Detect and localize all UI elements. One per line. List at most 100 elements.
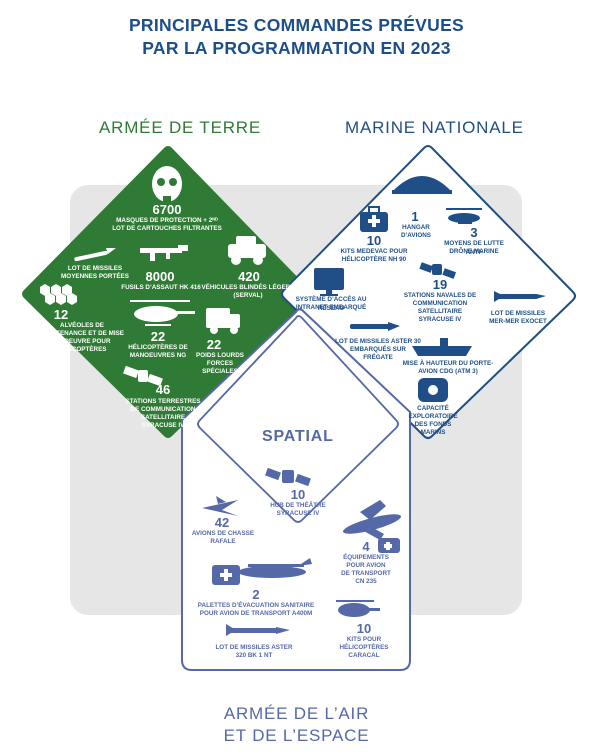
- terre-item-label: FUSILS D’ASSAUT HK 416: [121, 284, 201, 291]
- air-item-label: ÉQUIPEMENTS: [343, 554, 389, 561]
- marine-item-label: MER-MER EXOCET: [489, 318, 547, 325]
- air-item-label: AVIONS DE CHASSE: [191, 530, 255, 537]
- terre-item-number: 420: [238, 269, 260, 284]
- terre-item-label: MANOEUVRES NG: [129, 352, 187, 359]
- marine-item-label: HANGAR: [402, 224, 430, 231]
- spatial-diamond: [197, 315, 399, 523]
- air-item-label: PALETTES D’ÉVACUATION SANITAIRE: [197, 602, 315, 609]
- terre-item-number: 22: [150, 329, 166, 344]
- marine-item-label: COMMUNICATION: [412, 300, 468, 307]
- marine-item-label: MARINS: [420, 429, 446, 436]
- helicopter-icon: [130, 300, 195, 326]
- section-title-spatial: SPATIAL: [262, 428, 334, 445]
- section-title-marine: MARINE NATIONALE: [345, 118, 524, 137]
- missile-icon: [74, 248, 116, 262]
- satellite-icon: [265, 467, 311, 487]
- terre-item-label: POIDS LOURDS: [196, 352, 244, 359]
- spatial-item-label: SYRACUSE IV: [276, 510, 320, 517]
- terre-item-label: EN OEUVRE POUR: [53, 338, 111, 345]
- missile-icon: [494, 291, 546, 302]
- medical-kit-icon: [378, 538, 400, 553]
- terre-item-label: DE COMMUNICATION: [130, 406, 196, 413]
- marine-item-label: D’AVIONS: [401, 232, 431, 239]
- spatial-item-number: 10: [290, 487, 306, 502]
- terre-item-label: LOT DE MISSILES: [67, 265, 123, 272]
- terre-item-number: 12: [53, 307, 69, 322]
- air-item-label: LOT DE MISSILES ASTER: [215, 644, 293, 651]
- page-title-line1: PRINCIPALES COMMANDES PRÉVUES: [128, 15, 465, 35]
- marine-item-label: STATIONS NAVALES DE: [403, 292, 477, 299]
- air-item-label: POUR AVION DE TRANSPORT A400M: [199, 610, 313, 617]
- marine-item-label: FRÉGATE: [363, 354, 393, 361]
- helicopter-icon: [336, 600, 380, 617]
- section-title-air-line1: ARMÉE DE L’AIR: [223, 704, 370, 723]
- marine-item-number: 10: [366, 233, 382, 248]
- air-item-label: HÉLICOPTÈRES: [339, 644, 389, 651]
- terre-item-label: STATIONS TERRESTRES: [125, 398, 201, 405]
- terre-item-label: VÉHICULES BLINDÉS LÉGERS: [201, 284, 295, 291]
- terre-item-label: (SERVAL): [233, 292, 263, 299]
- marine-item-label: INTRANET EMBARQUÉ: [295, 304, 367, 311]
- satellite-icon: [123, 365, 163, 387]
- terre-item-label: HÉLICOPTÈRES: [57, 346, 107, 353]
- marine-item-label: MOYENS DE LUTTE ANTI-: [444, 240, 504, 256]
- truck-icon: [206, 308, 240, 334]
- missile-icon: [226, 624, 290, 636]
- section-title-air-line2: ET DE L’ESPACE: [223, 726, 370, 745]
- rifle-icon: [140, 245, 188, 261]
- marine-item-label: HÉLICOPTÈRE NH 90: [341, 256, 407, 263]
- marine-item-label: EXPLORATOIRE: [408, 413, 458, 420]
- air-item-number: 42: [214, 515, 230, 530]
- monitor-icon: [314, 268, 344, 296]
- terre-item-label: MASQUES DE PROTECTION + 2ᴺᴰ: [116, 217, 218, 224]
- air-item-label: DE TRANSPORT: [341, 570, 391, 577]
- terre-item-label: HÉLICOPTÈRES DE: [128, 344, 188, 351]
- air-item-number: 2: [252, 587, 260, 602]
- terre-item-number: 6700: [152, 202, 182, 217]
- drone-icon: [446, 208, 482, 224]
- section-title-terre: ARMÉE DE TERRE: [99, 118, 262, 137]
- air-item-label: CARACAL: [348, 652, 380, 659]
- air-item-number: 10: [356, 621, 372, 636]
- air-item-label: KITS POUR: [346, 636, 382, 643]
- spatial-item-label: HUB DE THÉÂTRE: [270, 502, 326, 509]
- air-item-label: CN 235: [355, 578, 377, 585]
- satellite-icon: [419, 262, 457, 279]
- aircraft-carrier-icon: [412, 338, 472, 356]
- air-item-label: RAFALE: [210, 538, 236, 545]
- terre-item-label: FORCES: [206, 360, 234, 367]
- marine-item-label: DRÔNE MARINE: [449, 248, 499, 255]
- fighter-jet-icon: [202, 496, 238, 516]
- terre-item-label: SYRACUSE IV: [141, 422, 185, 429]
- air-item-label: POUR AVION: [346, 562, 386, 569]
- missile-icon: [350, 322, 400, 331]
- marine-item-label: SYSTÈME D’ACCÈS AU RÉSEAU: [295, 296, 367, 312]
- marine-item-label: KITS MEDEVAC POUR: [340, 248, 408, 255]
- marine-item-label: SYRACUSE IV: [418, 316, 462, 323]
- terre-item-number: 46: [155, 382, 171, 397]
- terre-item-number: 8000: [145, 269, 175, 284]
- marine-item-label: LOT DE MISSILES: [490, 310, 546, 317]
- marine-item-number: 1: [325, 281, 333, 296]
- marine-item-label: SATELLITAIRE: [417, 308, 463, 315]
- terre-item-label: LOT DE CARTOUCHES FILTRANTES: [112, 225, 222, 232]
- marine-item-label: MISE À HAUTEUR DU PORTE-: [402, 360, 494, 367]
- marine-item-label: AVION CDG (ATM 3): [418, 368, 478, 375]
- medical-kit-icon: [212, 565, 240, 585]
- gas-mask-icon: [152, 166, 182, 204]
- transport-plane-icon: [238, 558, 312, 578]
- air-item-number: 4: [362, 539, 370, 554]
- marine-item-number: 3: [470, 225, 478, 240]
- terre-item-label: SATELLITAIRE: [140, 414, 186, 421]
- terre-item-label: ALVÉOLES DE: [60, 322, 104, 329]
- marine-item-number: 1: [411, 209, 419, 224]
- terre-item-label: MOYENNES PORTÉES: [61, 273, 129, 280]
- hangar-icon: [392, 176, 452, 194]
- submersible-icon: [418, 378, 448, 402]
- terre-item-label: SPÉCIALES: [202, 368, 238, 375]
- medical-kit-icon: [360, 206, 388, 232]
- marine-item-number: 19: [432, 277, 448, 292]
- marine-item-label: CAPACITÉ: [417, 405, 449, 412]
- armored-vehicle-icon: [228, 236, 266, 265]
